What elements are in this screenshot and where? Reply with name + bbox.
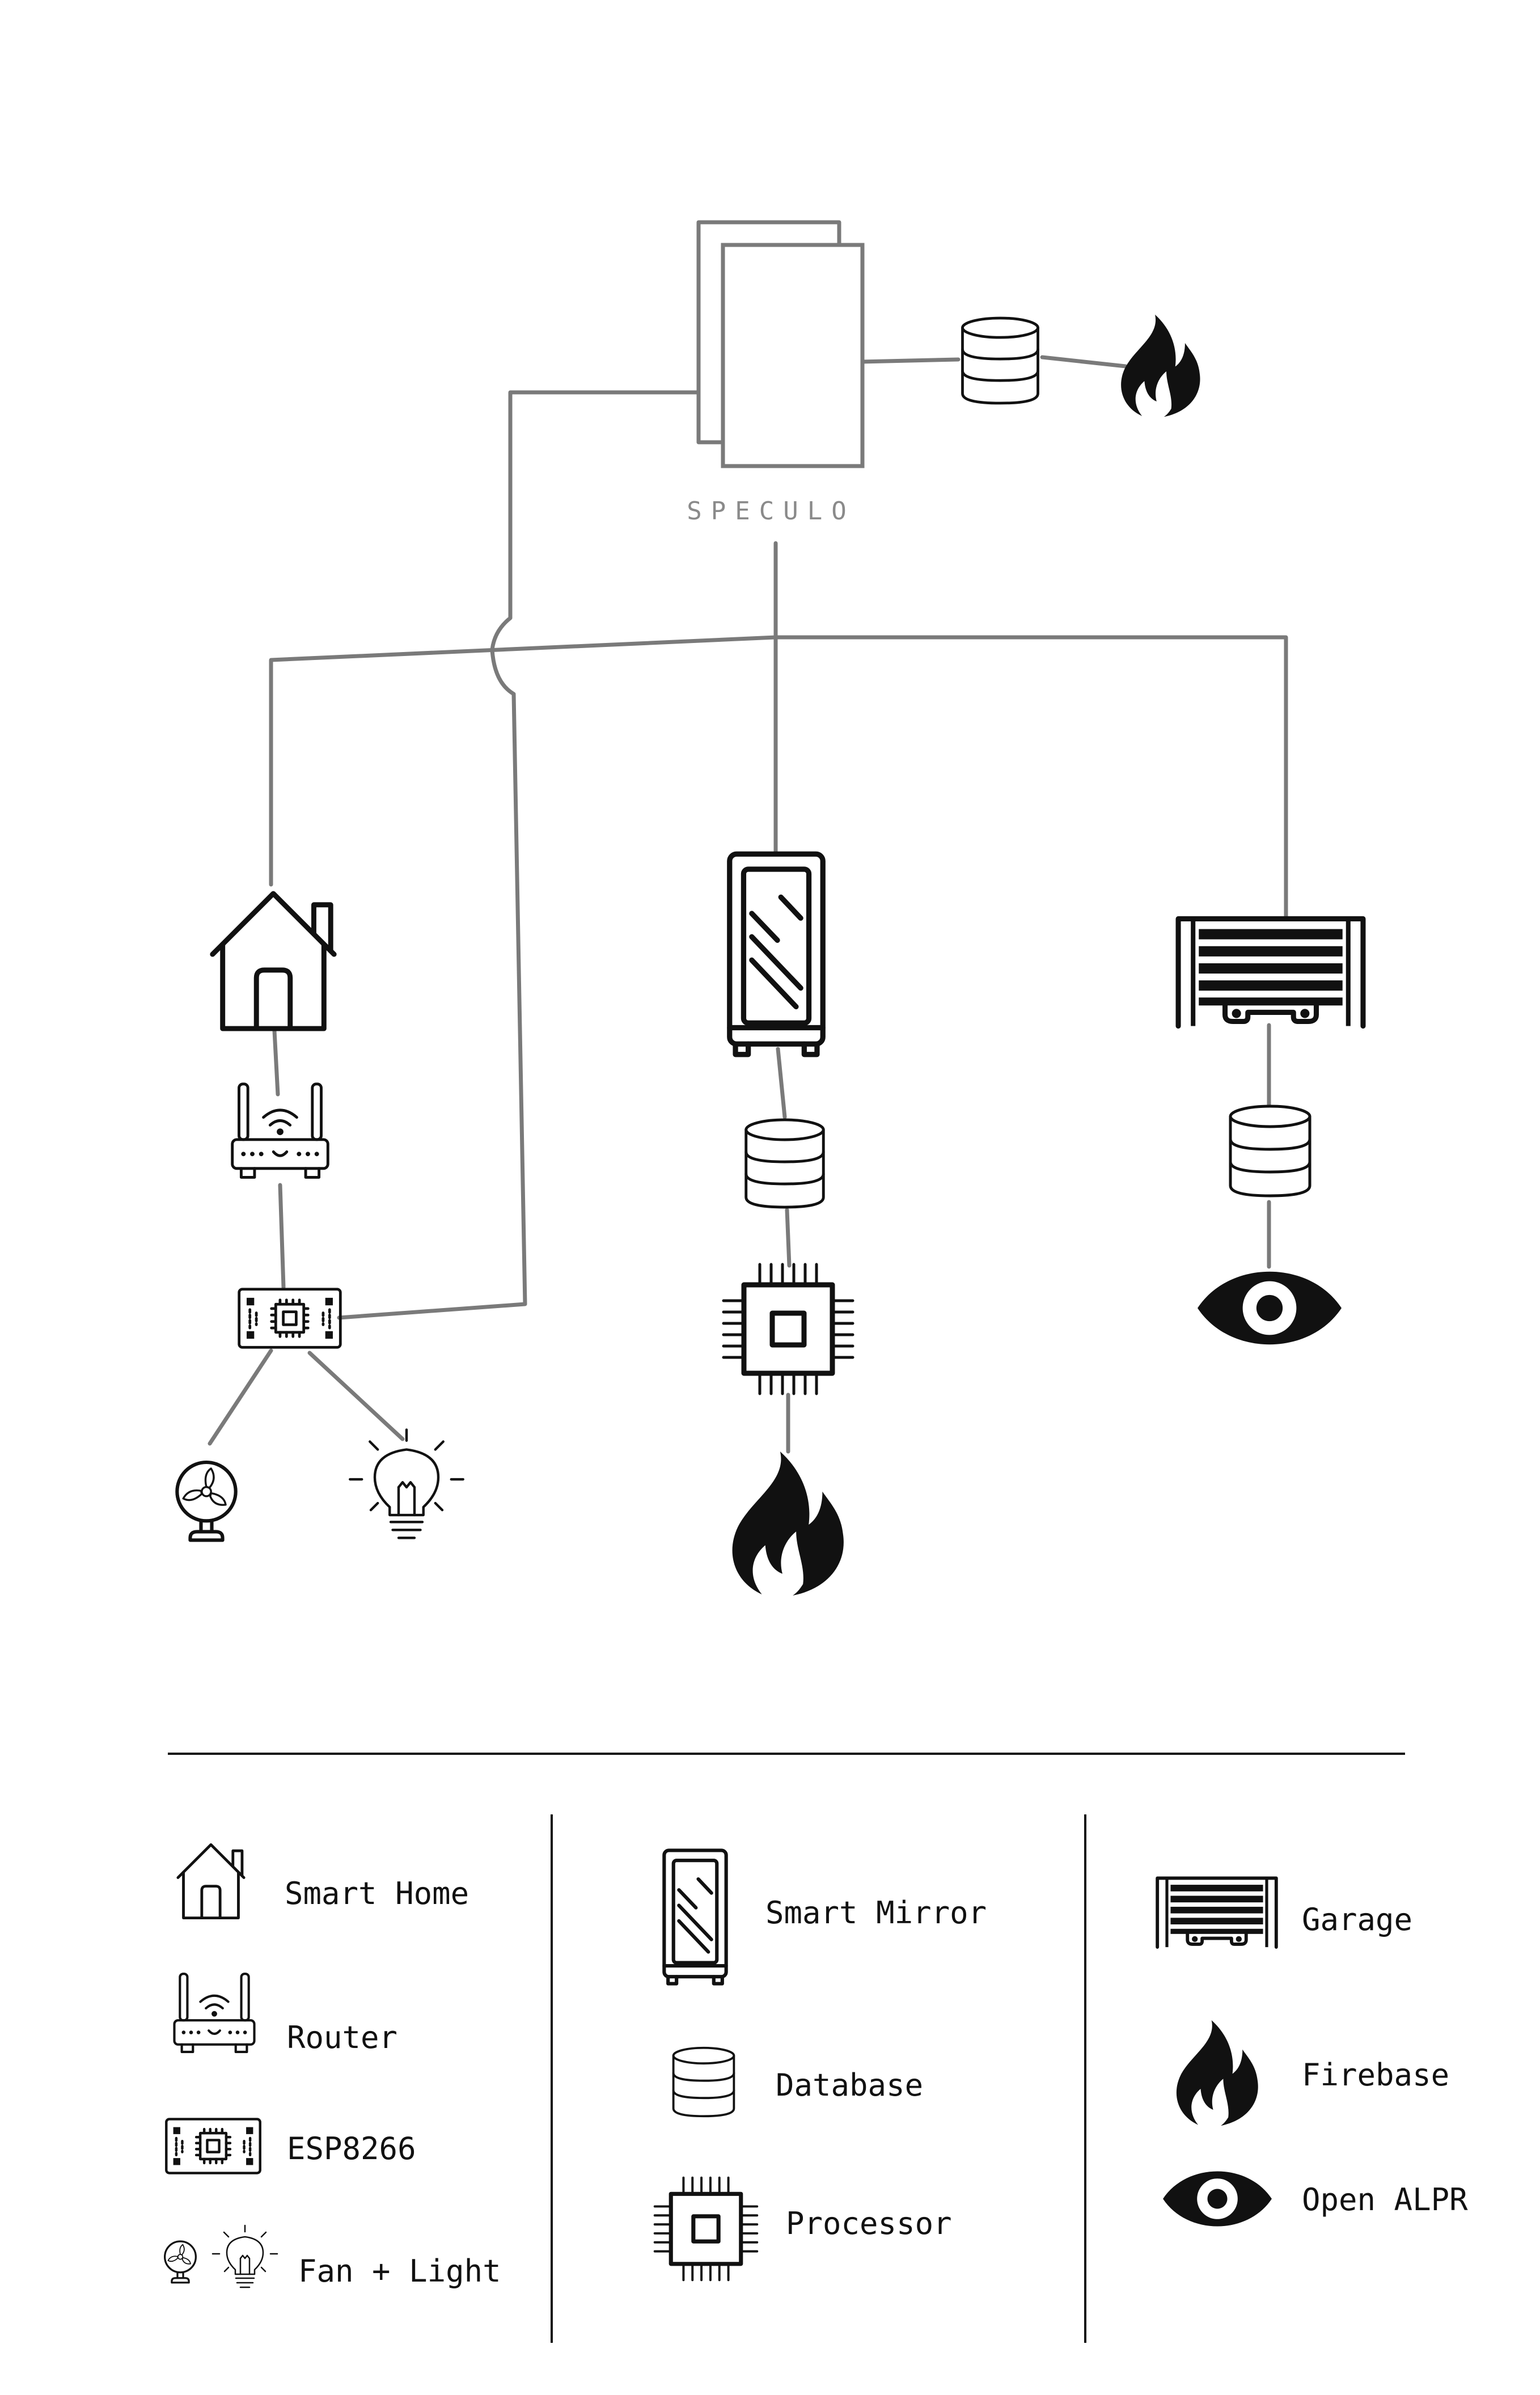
legend-label-esp8266: ESP8266	[287, 2131, 416, 2166]
legend-label-router: Router	[287, 2020, 397, 2055]
wire-esp8266-bulb	[307, 1351, 405, 1441]
house-icon	[213, 894, 334, 1029]
eye-icon	[1198, 1271, 1342, 1345]
microcontroller-board-icon	[166, 2119, 260, 2173]
database-icon	[1230, 1106, 1310, 1196]
legend: Smart Home Router ESP8266 Fan + Light Sm…	[165, 1753, 1468, 2343]
diagram-title: SPECULO	[687, 497, 855, 526]
router-icon	[232, 1084, 328, 1178]
legend-label-processor: Processor	[786, 2206, 952, 2241]
flame-icon	[1176, 2020, 1258, 2126]
fan-icon	[177, 1462, 235, 1540]
flame-icon	[732, 1452, 844, 1596]
processor-icon	[724, 1264, 853, 1394]
legend-label-garage: Garage	[1302, 1902, 1412, 1937]
wire-database-firebase	[1040, 355, 1128, 369]
eye-icon	[1163, 2171, 1272, 2227]
speculo-server-back-panel	[696, 220, 841, 445]
wire-database-processor	[785, 1208, 792, 1268]
legend-label-firebase: Firebase	[1302, 2057, 1449, 2093]
router-icon	[174, 1974, 254, 2052]
legend-label-smart-mirror: Smart Mirror	[765, 1895, 987, 1931]
wire-speculo-esp8266	[337, 390, 701, 1320]
garage-icon	[1178, 919, 1363, 1026]
smart-mirror-icon	[730, 854, 823, 1055]
legend-label-database: Database	[776, 2067, 923, 2103]
legend-label-smart-home: Smart Home	[285, 1876, 469, 1911]
wire-speculo-database	[858, 357, 961, 364]
garage-icon	[1157, 1878, 1276, 1947]
lightbulb-icon	[350, 1430, 463, 1538]
microcontroller-board-icon	[239, 1289, 341, 1348]
lightbulb-icon	[211, 2224, 278, 2288]
speculo-server-icon	[721, 243, 865, 468]
wire-esp8266-fan	[208, 1348, 273, 1446]
wire-home-router	[272, 1029, 280, 1097]
legend-label-open-alpr: Open ALPR	[1302, 2182, 1468, 2218]
fan-icon	[165, 2241, 196, 2283]
wire-bus-left	[269, 635, 778, 887]
database-icon	[963, 318, 1038, 403]
legend-label-fan-light: Fan + Light	[298, 2253, 501, 2289]
database-icon	[672, 2046, 735, 2118]
connection-lines	[208, 220, 1288, 1454]
wire-mirror-database	[776, 1047, 787, 1119]
flame-icon	[1121, 314, 1200, 417]
processor-icon	[655, 2178, 758, 2280]
wire-router-esp8266	[278, 1183, 286, 1289]
house-icon	[178, 1844, 244, 1918]
wire-bus-right	[773, 635, 1288, 921]
database-icon	[746, 1120, 824, 1207]
smart-mirror-icon	[664, 1850, 726, 1983]
